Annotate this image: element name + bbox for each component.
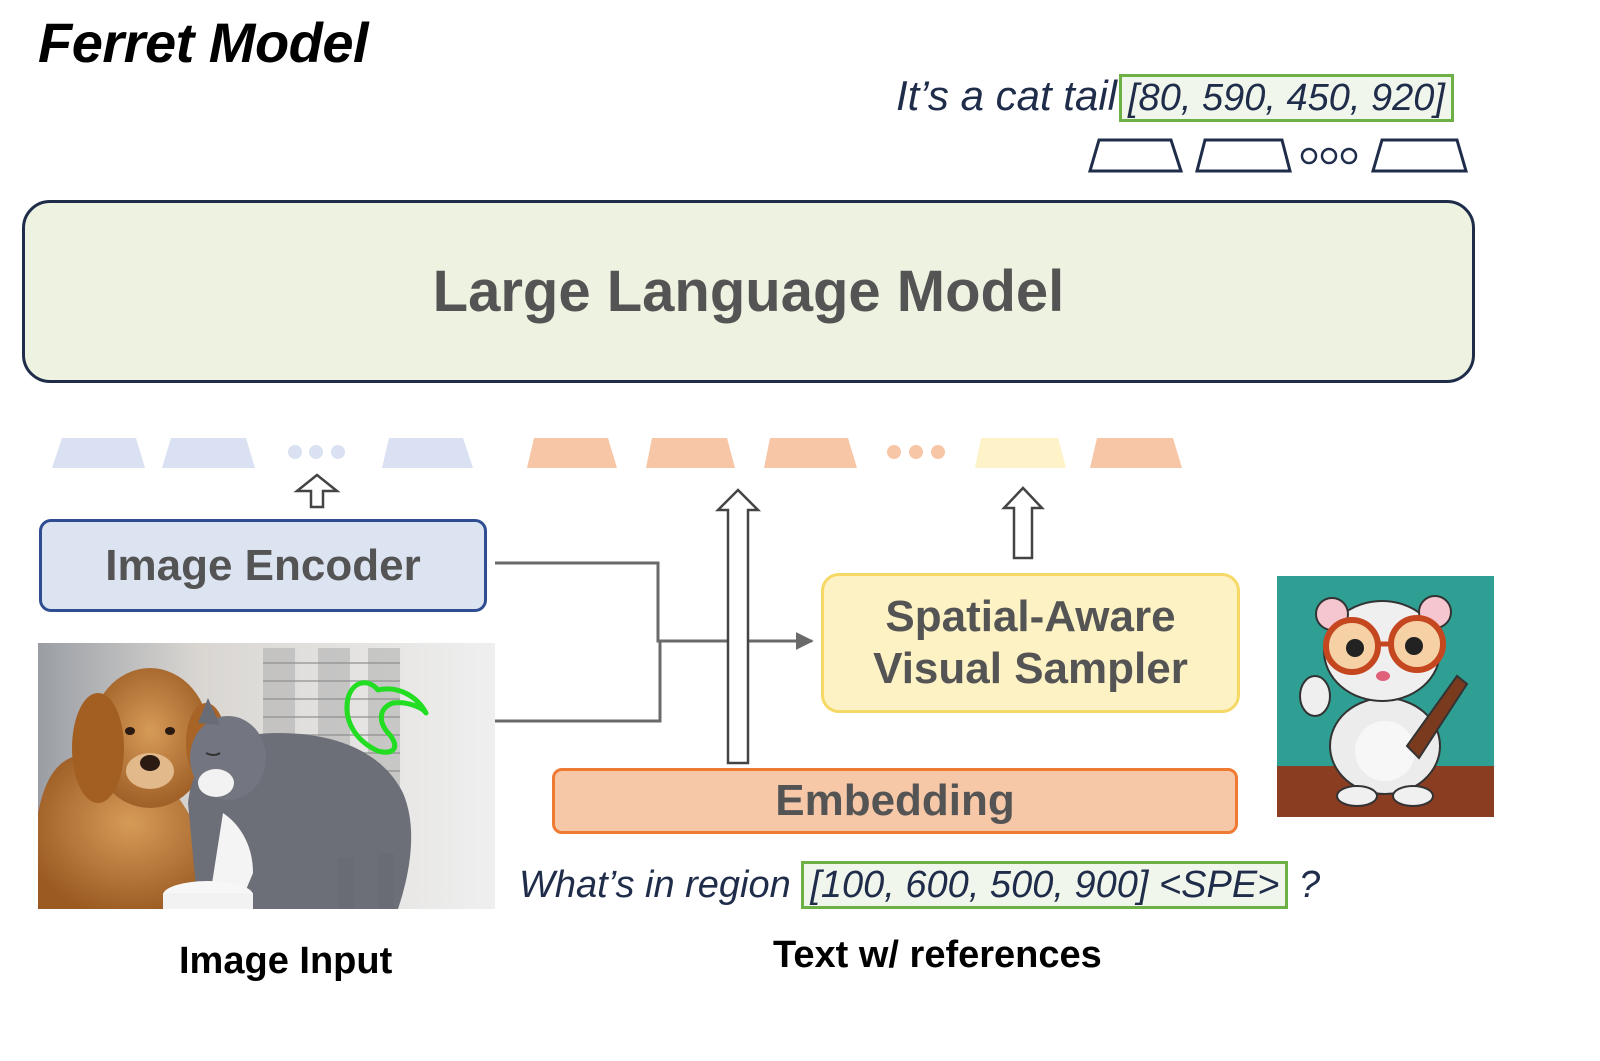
spe-token bbox=[975, 438, 1066, 468]
region-scribble bbox=[344, 680, 429, 755]
output-token bbox=[1195, 138, 1292, 173]
sampler-label-line-2: Visual Sampler bbox=[873, 644, 1188, 693]
question-ref-box: [100, 600, 500, 900] <SPE> bbox=[801, 861, 1289, 909]
text-token bbox=[764, 438, 857, 468]
sampler-up-arrow bbox=[1001, 486, 1045, 560]
dog-and-cat-photo bbox=[38, 643, 495, 909]
encoder-up-arrow bbox=[293, 473, 341, 509]
ellipsis-dot bbox=[909, 445, 923, 459]
ellipsis-dot bbox=[1300, 147, 1318, 165]
ellipsis-dot bbox=[288, 445, 302, 459]
llm-block: Large Language Model bbox=[22, 200, 1475, 383]
text-references-caption: Text w/ references bbox=[773, 934, 1102, 976]
embedding-label: Embedding bbox=[775, 776, 1015, 825]
spatial-aware-sampler-block: Spatial-Aware Visual Sampler bbox=[821, 573, 1240, 713]
output-text: It’s a cat tail bbox=[896, 72, 1117, 119]
encoder-to-sampler-line bbox=[495, 561, 814, 650]
ellipsis-dot bbox=[331, 445, 345, 459]
diagram-title: Ferret Model bbox=[38, 11, 369, 74]
image-token bbox=[162, 438, 255, 468]
question-sentence: What’s in region [100, 600, 500, 900] <S… bbox=[519, 861, 1321, 909]
image-token bbox=[382, 438, 473, 468]
llm-label: Large Language Model bbox=[432, 259, 1065, 324]
output-token bbox=[1371, 138, 1468, 173]
image-token bbox=[52, 438, 145, 468]
ellipsis-dot bbox=[931, 445, 945, 459]
text-token bbox=[646, 438, 735, 468]
text-token bbox=[527, 438, 617, 468]
input-token-row bbox=[52, 438, 1182, 468]
image-encoder-block: Image Encoder bbox=[39, 519, 487, 612]
image-input-caption: Image Input bbox=[179, 940, 393, 982]
image-encoder-label: Image Encoder bbox=[105, 540, 421, 590]
ellipsis-dot bbox=[309, 445, 323, 459]
output-token-row bbox=[1088, 138, 1468, 173]
region-to-sampler-line bbox=[450, 641, 662, 723]
ellipsis-dot bbox=[1320, 147, 1338, 165]
ellipsis-dot bbox=[887, 445, 901, 459]
output-token bbox=[1088, 138, 1184, 173]
embedding-block: Embedding bbox=[552, 768, 1238, 834]
output-coords-box: [80, 590, 450, 920] bbox=[1119, 74, 1454, 122]
ellipsis-dot bbox=[1340, 147, 1358, 165]
question-tail: ? bbox=[1298, 864, 1321, 906]
ferret-with-glasses-illustration bbox=[1277, 576, 1494, 817]
embedding-up-arrow bbox=[714, 488, 762, 765]
sampler-label-line-1: Spatial-Aware bbox=[885, 592, 1176, 641]
question-text: What’s in region bbox=[519, 864, 791, 906]
text-token bbox=[1090, 438, 1182, 468]
output-sentence: It’s a cat tail[80, 590, 450, 920] bbox=[896, 72, 1454, 122]
